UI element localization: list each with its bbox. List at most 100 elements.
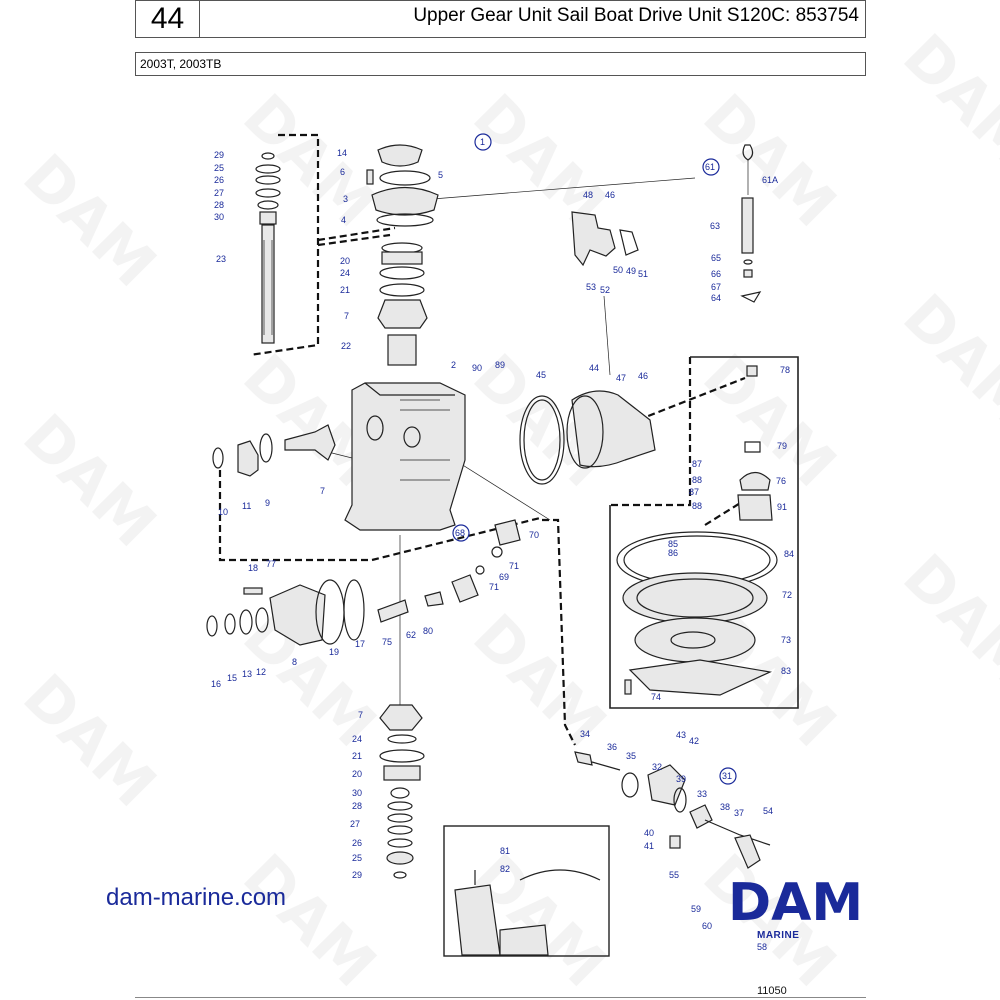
- part-callout: 84: [784, 549, 794, 559]
- sail-flange-group: [519, 390, 656, 485]
- watermark-text: DAM: [889, 541, 1000, 701]
- part-callout: 26: [214, 175, 224, 185]
- part-callout: 58: [757, 942, 767, 952]
- part-callout: 64: [711, 293, 721, 303]
- part-callout: 34: [580, 729, 590, 739]
- part-callout: 9: [265, 498, 270, 508]
- part-callout: 24: [352, 734, 362, 744]
- part-callout: 86: [668, 548, 678, 558]
- page-number: 44: [135, 0, 200, 38]
- part-callout: 89: [495, 360, 505, 370]
- circled-reference-labels: 1 61 68 31: [452, 133, 737, 785]
- bracket-group: [571, 211, 639, 267]
- logo-text: DAM: [728, 873, 863, 933]
- part-callout: 14: [337, 148, 347, 158]
- shift-linkage-group: [574, 751, 771, 869]
- part-callout: 91: [777, 502, 787, 512]
- part-callout: 15: [227, 673, 237, 683]
- part-callout: 67: [711, 282, 721, 292]
- watermark-text: DAM: [689, 341, 849, 501]
- part-callout: 52: [600, 285, 610, 295]
- part-callout: 76: [776, 476, 786, 486]
- watermark-text: DAM: [689, 81, 849, 241]
- part-callout: 66: [711, 269, 721, 279]
- upper-shaft-stack: [255, 152, 281, 344]
- part-callout: 47: [616, 373, 626, 383]
- part-callout: 44: [589, 363, 599, 373]
- cable-assembly: [740, 144, 762, 303]
- part-callout: 46: [638, 371, 648, 381]
- seal-plate-parts: [616, 365, 778, 696]
- part-callout: 29: [352, 870, 362, 880]
- part-callout: 13: [242, 669, 252, 679]
- part-callout: 72: [782, 590, 792, 600]
- part-callout: 40: [644, 828, 654, 838]
- part-callout: 53: [586, 282, 596, 292]
- dam-marine-logo: DAM: [728, 873, 863, 933]
- part-callout: 83: [781, 666, 791, 676]
- part-callout: 71: [489, 582, 499, 592]
- part-callout: 25: [214, 163, 224, 173]
- pinion-shaft-group: [212, 424, 336, 477]
- part-callout: 29: [214, 150, 224, 160]
- part-callout: 18: [248, 563, 258, 573]
- part-callout: 36: [607, 742, 617, 752]
- part-callout: 65: [711, 253, 721, 263]
- website-link[interactable]: dam-marine.com: [106, 884, 287, 911]
- ref-circle: [452, 524, 470, 542]
- part-callout: 37: [734, 808, 744, 818]
- part-callout: 21: [340, 285, 350, 295]
- ref-circle: [702, 158, 720, 176]
- part-callout: 11: [242, 501, 251, 511]
- part-callout: 63: [710, 221, 720, 231]
- part-callout: 81: [500, 846, 510, 856]
- part-callout: 10: [218, 507, 228, 517]
- part-callout: 21: [352, 751, 362, 761]
- part-callout: 70: [529, 530, 539, 540]
- inset-view-box: [443, 825, 610, 957]
- part-callout: 2: [451, 360, 456, 370]
- part-callout: 28: [352, 801, 362, 811]
- part-callout: 20: [340, 256, 350, 266]
- ref-label: 61: [705, 162, 715, 172]
- part-callout: 78: [780, 365, 790, 375]
- part-callout: 19: [329, 647, 339, 657]
- lower-bearing-stack: [379, 704, 425, 879]
- watermark-text: DAM: [889, 281, 1000, 441]
- ref-label: 1: [480, 137, 485, 147]
- watermark-text: DAM: [889, 21, 1000, 181]
- part-callout: 5: [438, 170, 443, 180]
- part-callout: 27: [350, 819, 360, 829]
- ref-label: 31: [722, 771, 732, 781]
- watermark-text: DAM: [9, 401, 169, 561]
- part-callout: 26: [352, 838, 362, 848]
- part-callout: 8: [292, 657, 297, 667]
- part-callout: 54: [763, 806, 773, 816]
- part-callout: 30: [214, 212, 224, 222]
- part-callout: 77: [266, 559, 276, 569]
- part-callout: 90: [472, 363, 482, 373]
- watermark-text: DAM: [229, 841, 389, 1000]
- ref-label: 68: [455, 528, 465, 538]
- lower-cover-group: [206, 579, 365, 646]
- part-callout: 7: [320, 486, 325, 496]
- model-list: 2003T, 2003TB: [135, 52, 866, 76]
- part-callout: 88: [692, 475, 702, 485]
- watermark-text: DAM: [459, 601, 619, 761]
- part-callout: 74: [651, 692, 661, 702]
- part-callout: 82: [500, 864, 510, 874]
- part-callout: 75: [382, 637, 392, 647]
- part-callout: 51: [638, 269, 648, 279]
- part-callout: 41: [644, 841, 654, 851]
- part-callout: 38: [720, 802, 730, 812]
- part-callout: 80: [423, 626, 433, 636]
- watermark-text: DAM: [9, 661, 169, 821]
- part-callout: 85: [668, 539, 678, 549]
- part-callout: 69: [499, 572, 509, 582]
- part-callout: 7: [344, 311, 349, 321]
- footer-code: 11050: [757, 985, 787, 997]
- part-callout: 7: [358, 710, 363, 720]
- part-callout: 59: [691, 904, 701, 914]
- footer-divider: [135, 997, 866, 998]
